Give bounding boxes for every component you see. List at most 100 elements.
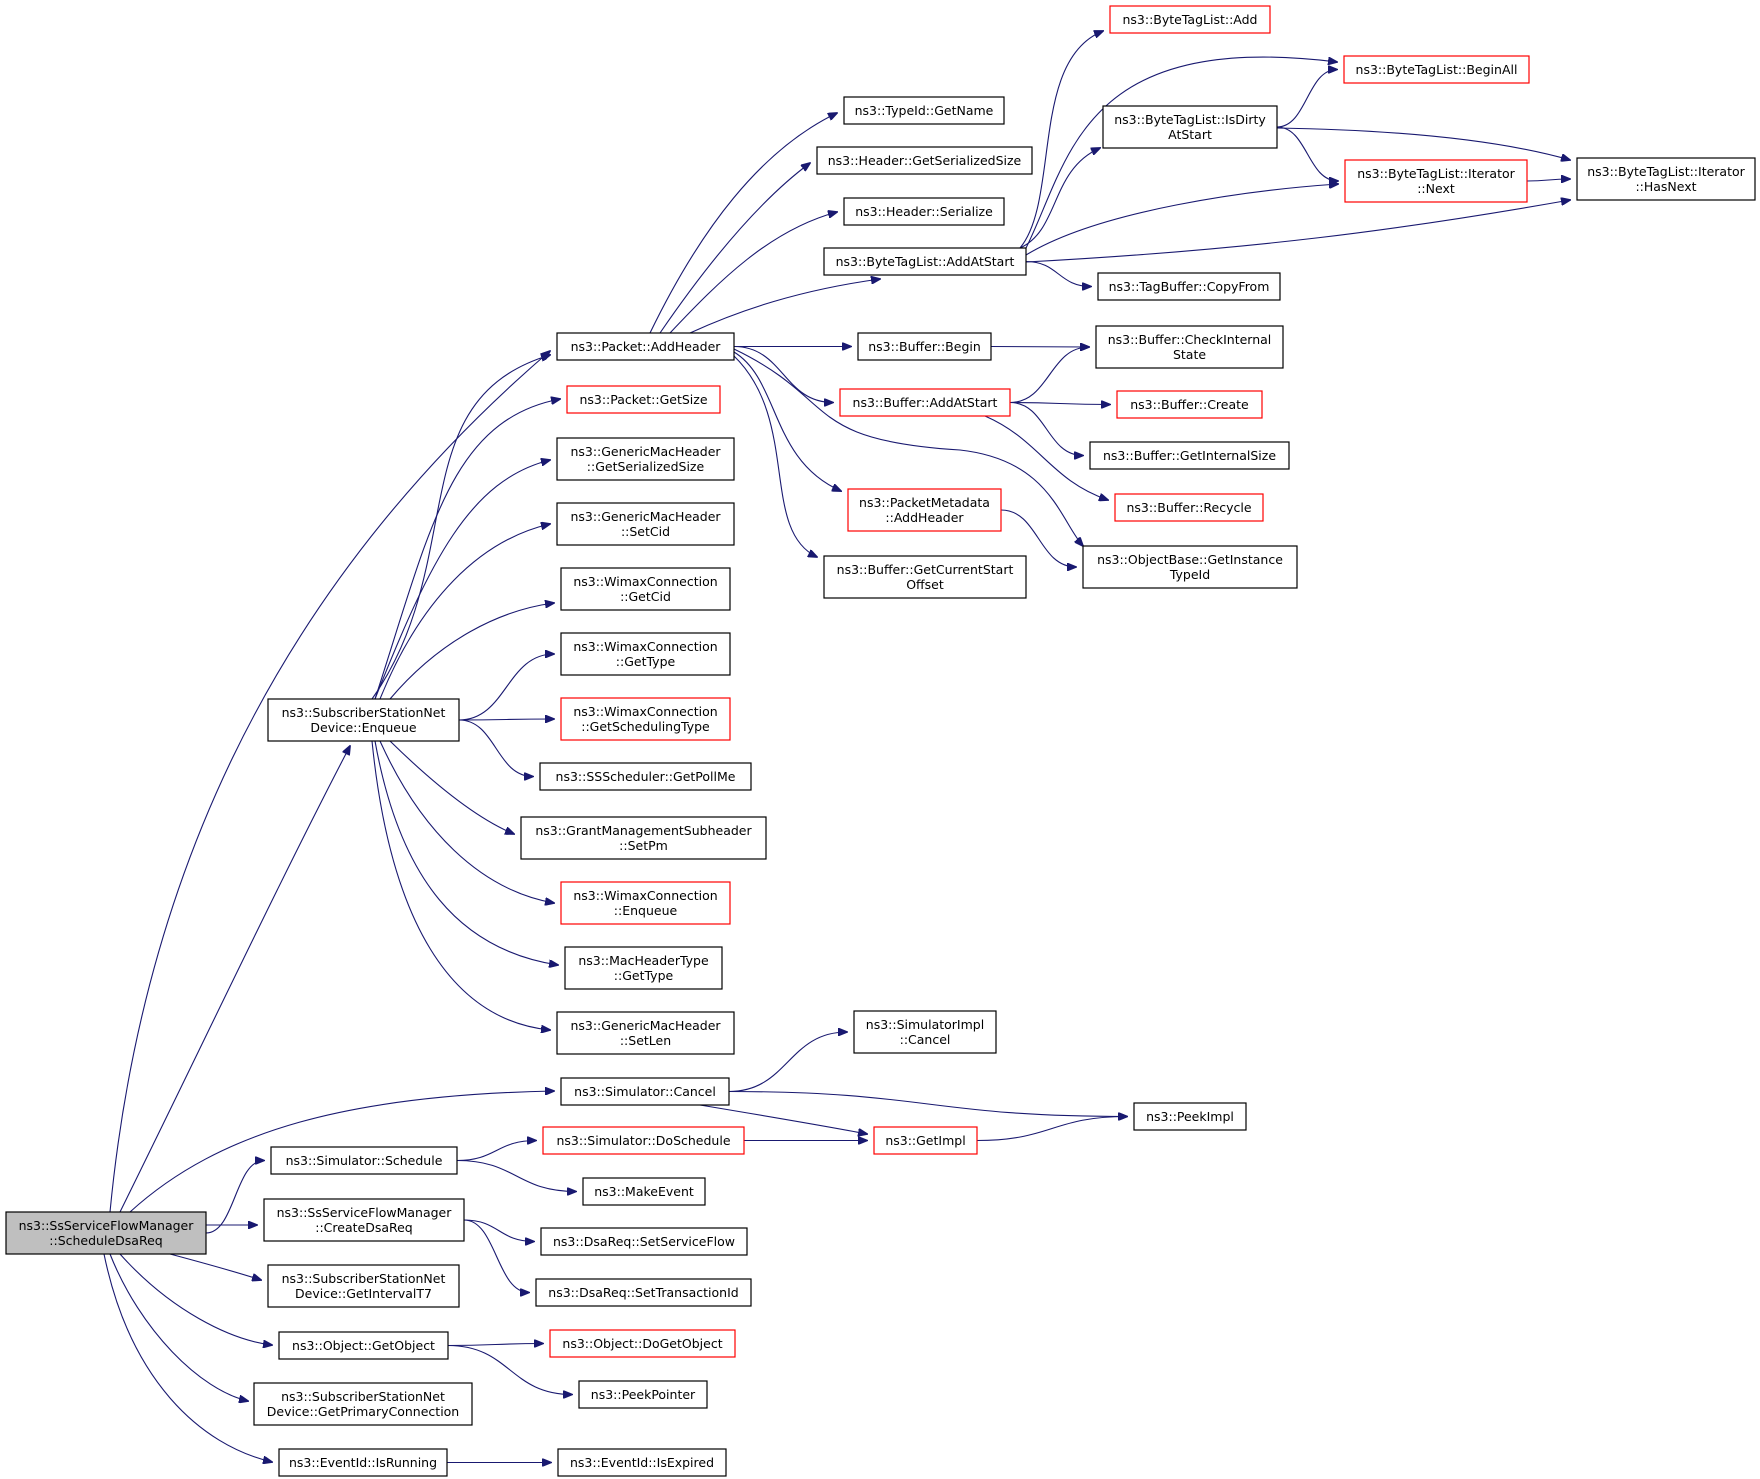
node-box-getprimary[interactable] — [253, 1382, 473, 1426]
node-dsareq_setsf[interactable]: ns3::DsaReq::SetServiceFlow — [540, 1227, 748, 1256]
node-hdr_getser[interactable]: ns3::Header::GetSerializedSize — [816, 146, 1033, 175]
node-getintervalt7[interactable]: ns3::SubscriberStationNetDevice::GetInte… — [267, 1264, 460, 1308]
node-gmh_getser[interactable]: ns3::GenericMacHeader::GetSerializedSize — [556, 437, 735, 481]
node-box-wc_getsched[interactable] — [560, 697, 731, 741]
node-getimpl[interactable]: ns3::GetImpl — [873, 1126, 978, 1155]
node-hdr_serialize[interactable]: ns3::Header::Serialize — [843, 197, 1005, 226]
node-box-getobject[interactable] — [278, 1331, 449, 1360]
node-box-btl_it_hasnext[interactable] — [1576, 157, 1756, 201]
node-peekpointer[interactable]: ns3::PeekPointer — [578, 1380, 708, 1409]
node-box-dsareq_settid[interactable] — [535, 1278, 752, 1307]
node-box-hdr_serialize[interactable] — [843, 197, 1005, 226]
node-box-peekpointer[interactable] — [578, 1380, 708, 1409]
node-buf_recycle[interactable]: ns3::Buffer::Recycle — [1114, 493, 1264, 522]
node-root[interactable]: ns3::SsServiceFlowManager::ScheduleDsaRe… — [5, 1211, 207, 1255]
node-gms_setpm[interactable]: ns3::GrantManagementSubheader::SetPm — [520, 816, 767, 860]
node-box-pm_addheader[interactable] — [847, 488, 1002, 532]
node-box-buf_checkint[interactable] — [1095, 325, 1284, 369]
node-box-getintervalt7[interactable] — [267, 1264, 460, 1308]
node-box-obj_dogetobject[interactable] — [549, 1329, 736, 1358]
node-tagbuf_copyfrom[interactable]: ns3::TagBuffer::CopyFrom — [1097, 272, 1281, 301]
node-box-hdr_getser[interactable] — [816, 146, 1033, 175]
node-box-eid_isexpired[interactable] — [557, 1448, 727, 1477]
node-createdsareq[interactable]: ns3::SsServiceFlowManager::CreateDsaReq — [263, 1198, 465, 1242]
node-addheader[interactable]: ns3::Packet::AddHeader — [556, 332, 735, 361]
node-box-ssched[interactable] — [539, 762, 752, 791]
node-box-sim_schedule[interactable] — [270, 1146, 458, 1175]
node-box-gms_setpm[interactable] — [520, 816, 767, 860]
node-ssched[interactable]: ns3::SSScheduler::GetPollMe — [539, 762, 752, 791]
node-sim_schedule[interactable]: ns3::Simulator::Schedule — [270, 1146, 458, 1175]
node-box-getimpl[interactable] — [873, 1126, 978, 1155]
node-pm_addheader[interactable]: ns3::PacketMetadata::AddHeader — [847, 488, 1002, 532]
node-btl_add[interactable]: ns3::ByteTagList::Add — [1109, 5, 1271, 34]
node-btl_it_next[interactable]: ns3::ByteTagList::Iterator::Next — [1344, 159, 1528, 203]
node-box-btl_isdirty[interactable] — [1102, 105, 1278, 149]
node-wc_gettype[interactable]: ns3::WimaxConnection::GetType — [560, 632, 731, 676]
node-box-btl_addatstart[interactable] — [823, 247, 1027, 276]
node-sim_cancel[interactable]: ns3::Simulator::Cancel — [560, 1077, 730, 1106]
node-peekimpl[interactable]: ns3::PeekImpl — [1133, 1102, 1247, 1131]
node-box-addheader[interactable] — [556, 332, 735, 361]
node-box-btl_add[interactable] — [1109, 5, 1271, 34]
node-box-getsize[interactable] — [566, 385, 721, 414]
node-box-sim_doschedule[interactable] — [542, 1126, 745, 1155]
node-buf_create[interactable]: ns3::Buffer::Create — [1116, 390, 1263, 419]
node-box-root[interactable] — [5, 1211, 207, 1255]
node-typeid_getname[interactable]: ns3::TypeId::GetName — [843, 96, 1005, 125]
node-buf_begin[interactable]: ns3::Buffer::Begin — [857, 332, 992, 361]
node-box-typeid_getname[interactable] — [843, 96, 1005, 125]
node-eid_isexpired[interactable]: ns3::EventId::IsExpired — [557, 1448, 727, 1477]
node-box-simimpl_cancel[interactable] — [853, 1010, 997, 1054]
node-buf_getintsize[interactable]: ns3::Buffer::GetInternalSize — [1089, 441, 1290, 470]
node-box-wc_gettype[interactable] — [560, 632, 731, 676]
node-box-createdsareq[interactable] — [263, 1198, 465, 1242]
node-box-dsareq_setsf[interactable] — [540, 1227, 748, 1256]
node-box-buf_getcso[interactable] — [823, 555, 1027, 599]
node-box-gmh_setlen[interactable] — [556, 1011, 735, 1055]
node-wc_getcid[interactable]: ns3::WimaxConnection::GetCid — [560, 567, 731, 611]
node-obj_dogetobject[interactable]: ns3::Object::DoGetObject — [549, 1329, 736, 1358]
node-box-ob_getinstance[interactable] — [1082, 545, 1298, 589]
node-box-makeevent[interactable] — [582, 1177, 706, 1206]
node-simimpl_cancel[interactable]: ns3::SimulatorImpl::Cancel — [853, 1010, 997, 1054]
node-btl_it_hasnext[interactable]: ns3::ByteTagList::Iterator::HasNext — [1576, 157, 1756, 201]
node-gmh_setcid[interactable]: ns3::GenericMacHeader::SetCid — [556, 502, 735, 546]
node-btl_addatstart[interactable]: ns3::ByteTagList::AddAtStart — [823, 247, 1027, 276]
node-box-gmh_getser[interactable] — [556, 437, 735, 481]
node-box-buf_begin[interactable] — [857, 332, 992, 361]
node-box-wc_enqueue[interactable] — [560, 881, 731, 925]
node-box-mht_gettype[interactable] — [564, 946, 723, 990]
node-box-btl_it_next[interactable] — [1344, 159, 1528, 203]
node-wc_getsched[interactable]: ns3::WimaxConnection::GetSchedulingType — [560, 697, 731, 741]
node-box-ssnd_enqueue[interactable] — [267, 698, 460, 742]
node-gmh_setlen[interactable]: ns3::GenericMacHeader::SetLen — [556, 1011, 735, 1055]
node-box-buf_create[interactable] — [1116, 390, 1263, 419]
node-box-peekimpl[interactable] — [1133, 1102, 1247, 1131]
node-sim_doschedule[interactable]: ns3::Simulator::DoSchedule — [542, 1126, 745, 1155]
node-box-buf_getintsize[interactable] — [1089, 441, 1290, 470]
node-box-isrunning[interactable] — [278, 1448, 448, 1477]
node-getprimary[interactable]: ns3::SubscriberStationNetDevice::GetPrim… — [253, 1382, 473, 1426]
node-box-sim_cancel[interactable] — [560, 1077, 730, 1106]
node-makeevent[interactable]: ns3::MakeEvent — [582, 1177, 706, 1206]
node-dsareq_settid[interactable]: ns3::DsaReq::SetTransactionId — [535, 1278, 752, 1307]
node-box-btl_beginall[interactable] — [1343, 55, 1530, 84]
node-mht_gettype[interactable]: ns3::MacHeaderType::GetType — [564, 946, 723, 990]
node-getobject[interactable]: ns3::Object::GetObject — [278, 1331, 449, 1360]
node-wc_enqueue[interactable]: ns3::WimaxConnection::Enqueue — [560, 881, 731, 925]
node-isrunning[interactable]: ns3::EventId::IsRunning — [278, 1448, 448, 1477]
node-box-buf_recycle[interactable] — [1114, 493, 1264, 522]
node-box-gmh_setcid[interactable] — [556, 502, 735, 546]
node-box-buf_addatstart[interactable] — [839, 388, 1011, 417]
node-buf_addatstart[interactable]: ns3::Buffer::AddAtStart — [839, 388, 1011, 417]
node-box-tagbuf_copyfrom[interactable] — [1097, 272, 1281, 301]
node-btl_beginall[interactable]: ns3::ByteTagList::BeginAll — [1343, 55, 1530, 84]
node-box-wc_getcid[interactable] — [560, 567, 731, 611]
node-getsize[interactable]: ns3::Packet::GetSize — [566, 385, 721, 414]
